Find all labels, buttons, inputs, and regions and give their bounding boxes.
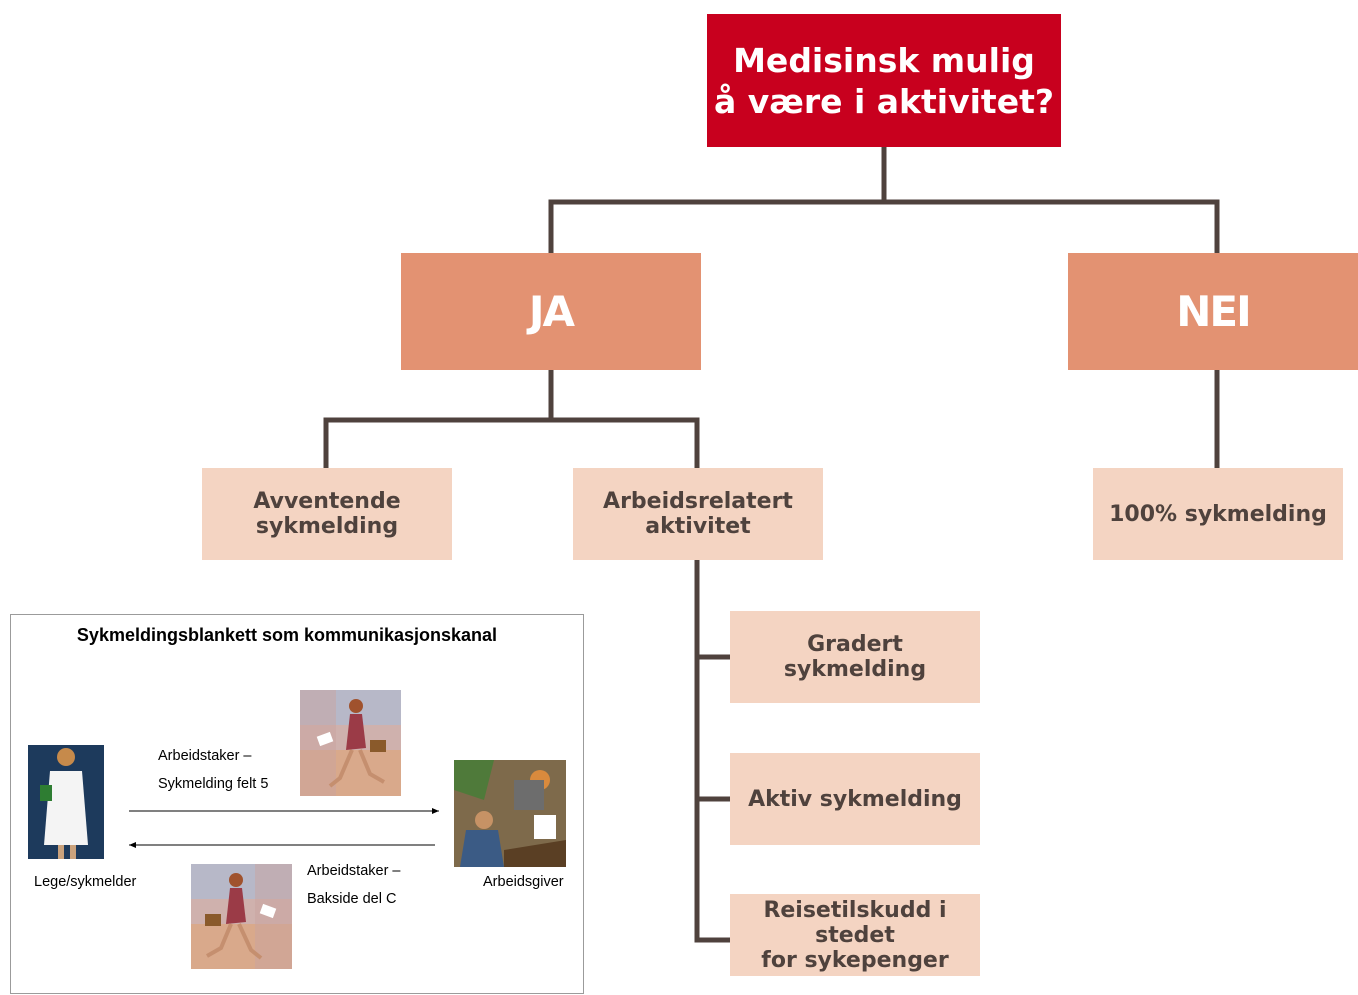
arbeidsrelatert-label: Arbeidsrelatert aktivitet [603,489,793,539]
employer-label: Arbeidsgiver [483,874,564,890]
woman-walking-clipart-top [300,690,401,796]
ja-connector [323,370,554,468]
reisetilskudd-box: Reisetilskudd i stedet for sykepenger [730,894,980,976]
panel-title: Sykmeldingsblankett som kommunikasjonska… [76,625,498,645]
gradert-label: Gradert sykmelding [783,632,927,682]
message-arrows [129,808,439,848]
to-doctor-text: Arbeidstaker – Bakside del C [307,863,401,907]
root-to-nei-connector [884,199,1220,253]
aktiv-label: Aktiv sykmelding [748,786,962,812]
doctor-label: Lege/sykmelder [34,874,137,890]
yes-label: JA [528,287,575,336]
to-employer-text: Arbeidstaker – Sykmelding felt 5 [158,748,269,792]
doctor-clipart [28,745,104,859]
aktiv-box: Aktiv sykmelding [730,753,980,845]
no-label: NEI [1176,287,1251,336]
activity-connector [694,560,730,943]
root-connector [548,147,887,253]
reisetilskudd-label: Reisetilskudd i stedet for sykepenger [761,897,949,973]
avventende-box: Avventende sykmelding [202,468,452,560]
full-sick-leave-box: 100% sykmelding [1093,468,1343,560]
avventende-label: Avventende sykmelding [253,489,401,539]
arbeidsrelatert-box: Arbeidsrelatert aktivitet [573,468,823,560]
yes-box: JA [401,253,701,370]
communication-panel: Sykmeldingsblankett som kommunikasjonska… [10,614,584,994]
ja-to-activity-connector [551,417,700,468]
no-box: NEI [1068,253,1358,370]
gradert-box: Gradert sykmelding [730,611,980,703]
root-question-box: Medisinsk mulig å være i aktivitet? [707,14,1061,147]
employer-office-clipart [454,760,566,867]
root-question-text: Medisinsk mulig å være i aktivitet? [714,40,1054,121]
full-sick-leave-label: 100% sykmelding [1109,501,1327,527]
woman-walking-clipart-bottom [191,864,292,969]
